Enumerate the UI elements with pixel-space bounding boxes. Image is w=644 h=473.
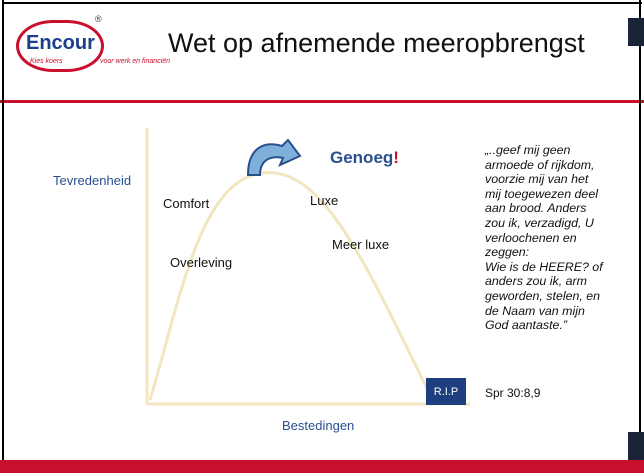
logo-wordmark: Encour	[26, 32, 95, 54]
quote-line: zeggen:	[485, 245, 530, 260]
logo-heart-shape	[16, 20, 104, 72]
corner-tab-bottom	[628, 432, 644, 460]
quote-line: aan brood. Anders	[485, 201, 587, 216]
rip-label: R.I.P	[433, 385, 459, 398]
bible-quote: „..geef mij geen armoede of rijkdom, voo…	[485, 143, 635, 333]
logo-tagline-kies-koers: Kies koers	[30, 58, 63, 65]
quote-reference: Spr 30:8,9	[485, 386, 541, 400]
quote-line: „..geef mij geen	[485, 143, 571, 157]
quote-line: Wie is de HEERE? of	[485, 259, 603, 274]
registered-mark: ®	[95, 14, 102, 24]
logo-tagline-werk: voor werk en financiën	[100, 58, 171, 65]
curved-arrow-icon	[246, 138, 302, 176]
quote-line: de Naam van mijn	[485, 303, 585, 318]
genoeg-text: Genoeg	[330, 148, 394, 167]
frame-left	[2, 0, 4, 462]
frame-top	[2, 2, 642, 4]
quote-line: God aantaste.”	[485, 318, 567, 333]
corner-tab-top	[628, 18, 644, 46]
stage-overleving: Overleving	[170, 255, 233, 270]
stage-meer-luxe: Meer luxe	[332, 237, 390, 252]
frame-right	[639, 0, 641, 462]
quote-line: armoede of rijkdom,	[485, 157, 595, 172]
x-axis-label: Bestedingen	[282, 418, 355, 433]
quote-line: voorzie mij van het	[485, 172, 589, 187]
stage-comfort: Comfort	[163, 196, 210, 211]
quote-line: mij toegewezen deel	[485, 186, 598, 201]
quote-line: verloochenen en	[485, 230, 577, 245]
stage-luxe: Luxe	[310, 193, 339, 208]
slide-title: Wet op afnemende meeropbrengst	[168, 28, 585, 58]
footer-bar	[0, 460, 644, 473]
rip-box: R.I.P	[426, 378, 466, 405]
quote-line: zou ik, verzadigd, U	[485, 215, 594, 230]
genoeg-exclamation: !	[393, 148, 399, 167]
encour-logo: Encour ® Kies koers voor werk en financi…	[16, 14, 176, 76]
slide-header: Encour ® Kies koers voor werk en financi…	[0, 0, 644, 103]
satisfaction-curve	[148, 171, 432, 401]
y-axis-label: Tevredenheid	[53, 173, 132, 188]
quote-line: geworden, stelen, en	[485, 288, 601, 303]
quote-line: anders zou ik, arm	[485, 274, 587, 289]
genoeg-label: Genoeg!	[330, 148, 399, 168]
